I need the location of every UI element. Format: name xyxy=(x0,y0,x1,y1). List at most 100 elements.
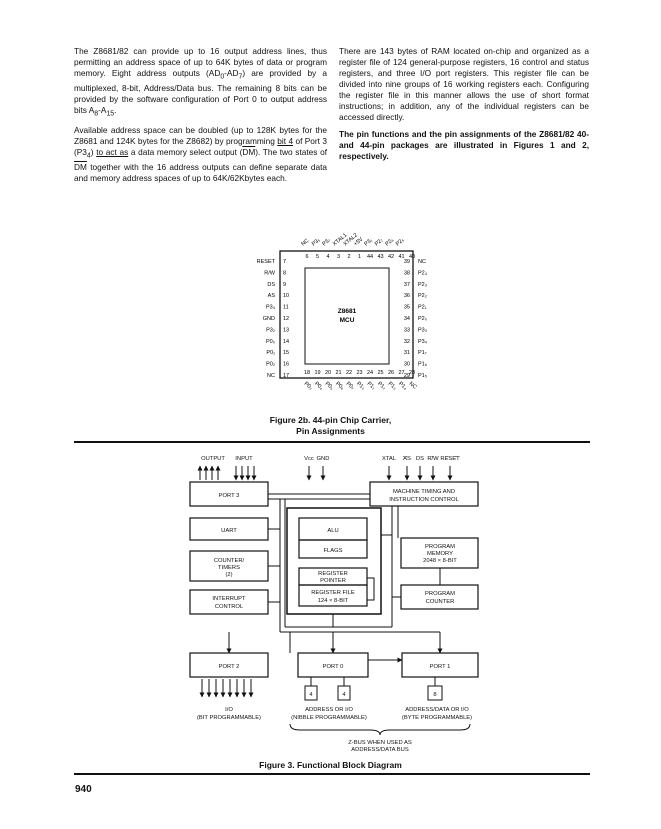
figure-3-caption: Figure 3. Functional Block Diagram xyxy=(259,760,402,770)
left-pin-signal: P3₄ xyxy=(266,305,276,311)
right-text-column: There are 143 bytes of RAM located on-ch… xyxy=(339,46,589,168)
right-pin-number: 34 xyxy=(404,316,410,322)
bottom-pin-signal: P0₄ xyxy=(313,381,324,392)
register-pointer-label-2: POINTER xyxy=(320,578,346,584)
bottom-pin-number: 19 xyxy=(314,370,320,376)
chip-label-2: MCU xyxy=(340,317,355,324)
right-pin-signal: P2₄ xyxy=(418,270,428,276)
machine-timing-label-1: MACHINE TIMING AND xyxy=(393,489,455,495)
left-pin-signal: NC xyxy=(267,373,275,379)
flags-label: FLAGS xyxy=(323,548,342,554)
bottom-pin-number: 24 xyxy=(367,370,373,376)
input-label: INPUT xyxy=(235,456,253,462)
left-pin-number: 12 xyxy=(283,316,289,322)
right-pin-number: 30 xyxy=(404,362,410,368)
right-pin-signal: P2₃ xyxy=(418,282,427,288)
bottom-pin-number: 28 xyxy=(409,370,415,376)
right-pin-number: 29 xyxy=(404,373,410,379)
register-file-box xyxy=(298,584,368,607)
bottom-pin-number: 21 xyxy=(335,370,341,376)
output-label: OUTPUT xyxy=(201,456,225,462)
right-pin-signal: P2₀ xyxy=(418,316,427,322)
top-pin-signal: P2₆ xyxy=(384,237,395,247)
top-pin-signal: P3₁ xyxy=(363,237,374,247)
left-pin-signal: DS xyxy=(267,282,275,288)
left-pin-signal: AS xyxy=(268,293,276,299)
figure-3-block-diagram: PORT 3UARTCOUNTER/TIMERS(2)INTERRUPTCONT… xyxy=(189,456,479,753)
port1-bus-width: 8 xyxy=(433,692,436,698)
right-pin-number: 35 xyxy=(404,305,410,311)
control-signal-label: R/W xyxy=(427,456,439,462)
z-bus-brace xyxy=(289,723,471,736)
interrupt-label-1: INTERRUPT xyxy=(212,596,246,602)
port1-label: PORT 1 xyxy=(430,664,451,670)
right-pin-signal: P2₂ xyxy=(418,293,427,299)
register-file-label-2: 124 × 8-BIT xyxy=(318,598,349,604)
port2-label: PORT 2 xyxy=(219,664,240,670)
bottom-pin-signal: P1₀ xyxy=(355,381,366,391)
top-pin-number: 5 xyxy=(316,254,319,260)
bottom-pin-signal: P0₇ xyxy=(345,381,356,391)
control-signal-label: DS xyxy=(416,456,424,462)
left-pin-number: 13 xyxy=(283,327,289,333)
right-pin-signal: P3₄ xyxy=(418,339,428,345)
left-text-column: The Z8681/82 can provide up to 16 output… xyxy=(74,46,327,190)
bottom-pin-signal: P1₃ xyxy=(387,381,398,391)
right-pin-number: 32 xyxy=(404,339,410,345)
address-data-label-2: (BYTE PROGRAMMABLE) xyxy=(402,715,472,721)
chip-outline xyxy=(279,250,414,379)
top-pin-signal: P2₅ xyxy=(395,237,406,247)
uart-label: UART xyxy=(221,528,237,534)
io-label-2: (BIT PROGRAMMABLE) xyxy=(197,715,261,721)
left-pin-number: 16 xyxy=(283,362,289,368)
interrupt-control-box xyxy=(189,589,269,615)
left-paragraph-2: Available address space can be doubled (… xyxy=(74,125,328,183)
right-pin-number: 38 xyxy=(404,270,410,276)
right-pin-number: 37 xyxy=(404,282,410,288)
top-pin-number: 40 xyxy=(409,254,415,260)
regptr-link xyxy=(367,577,375,601)
top-pin-number: 1 xyxy=(358,254,361,260)
left-pin-number: 14 xyxy=(283,339,289,345)
top-pin-number: 3 xyxy=(337,254,340,260)
gnd-label: GND xyxy=(317,456,330,462)
right-pin-number: 39 xyxy=(404,259,410,265)
bottom-pin-number: 25 xyxy=(377,370,383,376)
address-label-2: (NIBBLE PROGRAMMABLE) xyxy=(291,715,367,721)
bottom-pin-number: 22 xyxy=(346,370,352,376)
register-pointer-label-1: REGISTER xyxy=(318,571,348,577)
top-pin-signal: NC xyxy=(300,238,310,248)
left-pin-number: 17 xyxy=(283,373,289,379)
address-data-label-1: ADDRESS/DATA OR I/O xyxy=(405,707,469,713)
left-pin-number: 10 xyxy=(283,293,289,299)
left-pin-number: 8 xyxy=(283,270,286,276)
right-pin-signal: P2₁ xyxy=(418,305,427,311)
right-pin-signal: P1₅ xyxy=(418,373,427,379)
program-memory-label-1: PROGRAM xyxy=(425,544,455,550)
left-pin-signal: GND xyxy=(263,316,275,322)
left-pin-signal: R/W xyxy=(264,270,276,276)
z-bus-label-2: ADDRESS/DATA BUS xyxy=(351,747,409,753)
bottom-pin-signal: P0₆ xyxy=(334,381,345,391)
bottom-pin-signal: P0₅ xyxy=(324,381,335,391)
bottom-pin-number: 23 xyxy=(356,370,362,376)
bottom-pin-signal: P1₄ xyxy=(397,381,408,392)
left-pin-number: 7 xyxy=(283,259,286,265)
page-number: 940 xyxy=(75,784,92,795)
program-memory-label-2: MEMORY xyxy=(427,551,453,557)
left-pin-signal: P0₁ xyxy=(266,350,275,356)
left-pin-number: 15 xyxy=(283,350,289,356)
bottom-rule xyxy=(74,773,590,775)
left-pin-signal: P0₀ xyxy=(266,339,275,345)
top-rule xyxy=(74,441,590,443)
top-pin-number: 44 xyxy=(367,254,373,260)
program-memory-label-3: 2048 × 8-BIT xyxy=(423,558,457,564)
alu-label: ALU xyxy=(327,528,338,534)
control-signal-label: RESET xyxy=(440,456,460,462)
port3-label: PORT 3 xyxy=(219,493,240,499)
right-pin-signal: P3₃ xyxy=(418,327,427,333)
program-counter-label-1: PROGRAM xyxy=(425,591,455,597)
top-pin-number: 2 xyxy=(347,254,350,260)
bottom-pin-signal: P0₃ xyxy=(303,381,314,391)
bottom-pin-signal: P1₂ xyxy=(376,381,387,391)
